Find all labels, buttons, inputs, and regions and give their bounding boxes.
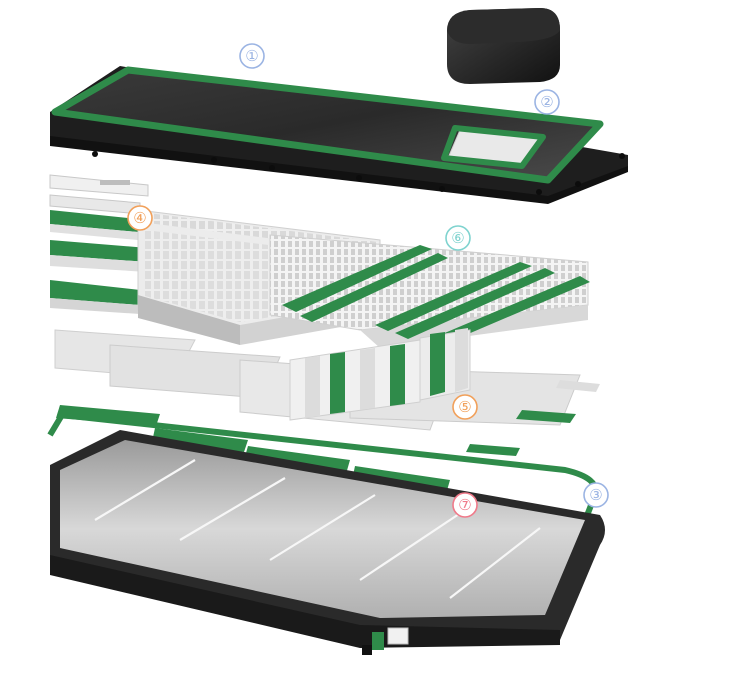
upper-gasket: [51, 66, 604, 184]
svg-text:①: ①: [245, 47, 258, 65]
callout-5: ⑤: [452, 394, 478, 420]
svg-text:②: ②: [540, 93, 553, 111]
cooling-plates-left: [49, 174, 149, 314]
callout-4: ④: [127, 205, 153, 231]
cover-bolts: [92, 151, 625, 195]
callout-1: ①: [239, 43, 265, 69]
callout-6: ⑥: [445, 225, 471, 251]
svg-text:⑤: ⑤: [458, 398, 471, 416]
callout-7: ⑦: [452, 492, 478, 518]
bottom-tray: [50, 430, 605, 655]
callout-3: ③: [583, 482, 609, 508]
callout-2: ②: [534, 89, 560, 115]
svg-text:④: ④: [133, 209, 146, 227]
svg-text:⑦: ⑦: [458, 496, 471, 514]
svg-text:⑥: ⑥: [451, 229, 464, 247]
cell-modules: [137, 209, 590, 348]
svg-text:③: ③: [589, 486, 602, 504]
busbars: [54, 328, 600, 456]
vent-cap: [447, 8, 560, 84]
